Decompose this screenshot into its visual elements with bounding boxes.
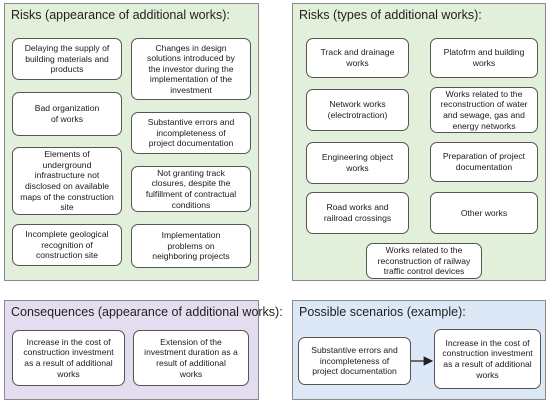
risk-box-bad-organization: Bad organization of works [12,92,122,136]
type-box-platform-building: Platofrm and building works [430,38,538,78]
risk-box-neighboring-projects: Implementation problems on neighboring p… [131,224,251,268]
risk-box-delaying-supply: Delaying the supply of building material… [12,38,122,80]
risk-box-substantive-errors: Substantive errors and incompleteness of… [131,112,251,154]
scenario-box-cost-increase: Increase in the cost of construction inv… [434,329,541,389]
type-box-road-works: Road works and railroad crossings [306,192,409,234]
risk-box-underground-infrastructure: Elements of underground infrastructure n… [12,147,122,215]
risk-box-geological-recognition: Incomplete geological recognition of con… [12,224,122,266]
type-box-other-works: Other works [430,192,538,234]
risks-types-title: Risks (types of additional works): [299,8,482,22]
type-box-railway-traffic-control: Works related to the reconstruction of r… [366,243,482,279]
type-box-project-documentation: Preparation of project documentation [430,142,538,182]
risk-box-track-closures: Not granting track closures, despite the… [131,166,251,212]
type-box-track-drainage: Track and drainage works [306,38,409,78]
scenarios-title: Possible scenarios (example): [299,305,466,319]
consequence-box-cost-increase: Increase in the cost of construction inv… [12,330,125,386]
risk-box-design-changes: Changes in design solutions introduced b… [131,38,251,100]
type-box-water-sewage-reconstruction: Works related to the reconstruction of w… [430,87,538,133]
risks-appearance-title: Risks (appearance of additional works): [11,8,230,22]
type-box-network-works: Network works (electrotraction) [306,89,409,131]
scenario-box-substantive-errors: Substantive errors and incompleteness of… [298,337,411,385]
consequence-box-duration-extension: Extension of the investment duration as … [133,330,249,386]
consequences-title: Consequences (appearance of additional w… [11,305,283,319]
type-box-engineering-object: Engineering object works [306,142,409,184]
